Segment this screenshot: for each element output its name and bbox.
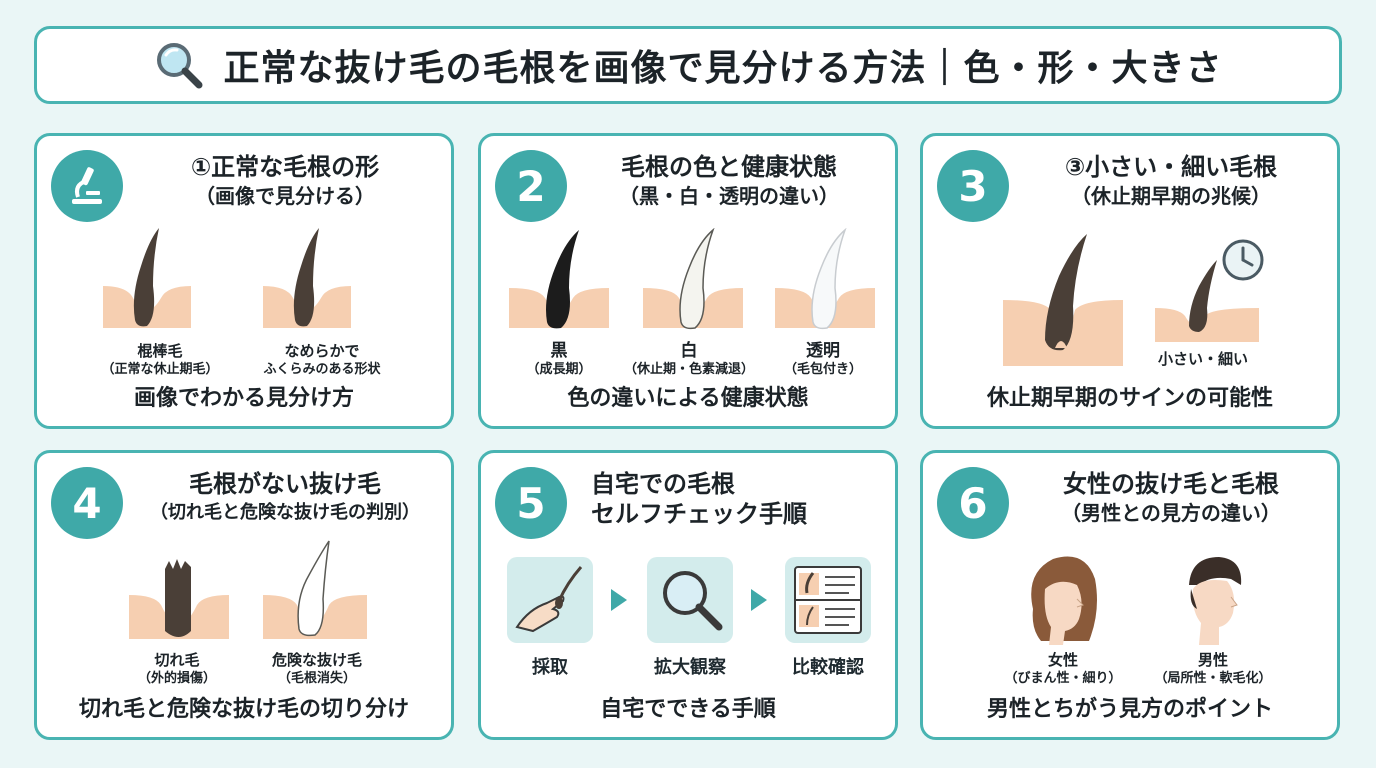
card-title: 毛根がない抜け毛 [189, 470, 381, 498]
card-number-badge: 5 [495, 467, 567, 539]
label-black: 黒 （成長期） [526, 341, 592, 378]
club-hair-illustration [103, 228, 351, 328]
label-female: 女性 （びまん性・細り） [1004, 651, 1122, 686]
page-title: 正常な抜け毛の毛根を画像で見分ける方法｜色・形・大きさ [223, 48, 1223, 89]
label-transparent: 透明 （毛包付き） [783, 341, 862, 378]
step-pluck [507, 557, 593, 643]
step-arrow [751, 589, 767, 611]
step-magnify [647, 557, 733, 643]
card-root-color: 2 毛根の色と健康状態 （黒・白・透明の違い） 黒 （成長期） 白 （休止期・色… [478, 133, 898, 429]
step-label: 拡大観察 [654, 657, 726, 678]
male-profile-icon [1189, 557, 1242, 645]
label-white: 白 （休止期・色素減退） [623, 341, 754, 378]
card-self-check: 5 自宅での毛根 セルフチェック手順 [478, 450, 898, 740]
card-heading: 毛根の色と健康状態 （黒・白・透明の違い） [573, 152, 885, 210]
card-heading: 毛根がない抜け毛 （切れ毛と危険な抜け毛の判別） [129, 469, 441, 527]
card-subtitle: （黒・白・透明の違い） [619, 184, 839, 208]
card-subtitle: （切れ毛と危険な抜け毛の判別） [150, 502, 420, 523]
label-smooth-shape: なめらかで ふくらみのある形状 [263, 342, 381, 377]
card-subtitle: セルフチェック手順 [591, 500, 807, 528]
label-dangerous-loss: 危険な抜け毛 （毛根消失） [271, 651, 362, 686]
card-title: 毛根の色と健康状態 [621, 153, 837, 181]
step-compare [785, 557, 871, 643]
card-no-root: 4 毛根がない抜け毛 （切れ毛と危険な抜け毛の判別） 切れ毛 （外的損傷） 危険… [34, 450, 454, 740]
card-heading: 自宅での毛根 セルフチェック手順 [591, 469, 885, 529]
hand-pluck-icon [515, 566, 583, 633]
label-club-hair: 棍棒毛 （正常な休止期毛） [101, 342, 219, 377]
magnifier-icon [157, 43, 203, 89]
label-small-thin: 小さい・細い [1157, 350, 1248, 368]
card-number-badge: 6 [937, 467, 1009, 539]
step-arrow [611, 589, 627, 611]
card-subtitle: （休止期早期の兆候） [1071, 184, 1271, 208]
card-female-hair-loss: 6 女性の抜け毛と毛根 （男性との見方の違い） 女性 （びまん性・細り） 男性 … [920, 450, 1340, 740]
card-title: 自宅での毛根 [591, 470, 735, 498]
card-footer: 切れ毛と危険な抜け毛の切り分け [78, 697, 409, 722]
step-label: 採取 [532, 657, 568, 678]
clock-icon [1222, 239, 1264, 281]
card-number-badge: 2 [495, 150, 567, 222]
root-color-illustration [509, 228, 875, 330]
thin-root-illustration [1003, 234, 1259, 366]
microscope-icon [72, 167, 102, 204]
card-title: ①正常な毛根の形 [190, 153, 380, 181]
card-footer: 男性とちがう見方のポイント [986, 697, 1273, 722]
card-heading: ③小さい・細い毛根 （休止期早期の兆候） [1015, 152, 1327, 210]
card-number-badge: 4 [51, 467, 123, 539]
card-footer: 画像でわかる見分け方 [133, 386, 354, 411]
card-title: 女性の抜け毛と毛根 [1063, 470, 1279, 498]
card-subtitle: （画像で見分ける） [195, 184, 375, 208]
broken-hair-illustration [129, 540, 367, 639]
card-footer: 自宅でできる手順 [600, 697, 776, 722]
card-title: ③小さい・細い毛根 [1064, 153, 1278, 181]
card-subtitle: （男性との見方の違い） [1061, 501, 1281, 525]
card-footer: 色の違いによる健康状態 [567, 386, 809, 411]
step-label: 比較確認 [792, 657, 864, 678]
label-male: 男性 （局所性・軟毛化） [1154, 651, 1272, 686]
card-normal-root-shape: ①正常な毛根の形 （画像で見分ける） 棍棒毛 （正常な休止期毛） なめらかで ふ… [34, 133, 454, 429]
female-profile-icon [1031, 556, 1097, 645]
magnifier-icon [663, 571, 723, 631]
compare-chart-icon [794, 566, 862, 634]
card-small-thin-root: 3 ③小さい・細い毛根 （休止期早期の兆候） 小さい・細い 休止期早期のサインの… [920, 133, 1340, 429]
title-banner: 正常な抜け毛の毛根を画像で見分ける方法｜色・形・大きさ [34, 26, 1342, 104]
label-broken-hair: 切れ毛 （外的損傷） [137, 651, 216, 686]
card-number-badge [51, 150, 123, 222]
card-footer: 休止期早期のサインの可能性 [986, 386, 1273, 411]
card-heading: 女性の抜け毛と毛根 （男性との見方の違い） [1015, 469, 1327, 527]
card-heading: ①正常な毛根の形 （画像で見分ける） [129, 152, 441, 210]
card-number-badge: 3 [937, 150, 1009, 222]
